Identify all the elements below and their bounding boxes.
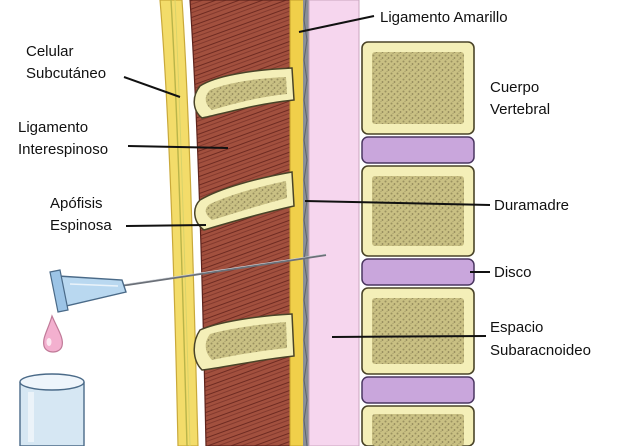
ligamentum-flavum xyxy=(290,0,304,446)
needle-hub xyxy=(50,270,126,312)
label-celular-line1: Celular xyxy=(26,43,74,60)
vertebral-body-3 xyxy=(362,288,474,374)
label-espacio-line2: Subaracnoideo xyxy=(490,342,591,359)
label-apofisis-line1: Apófisis xyxy=(50,195,103,212)
dura-mater xyxy=(303,0,309,446)
label-espacio-line1: Espacio xyxy=(490,319,543,336)
disc-3 xyxy=(362,377,474,403)
leader-espacio xyxy=(332,336,486,337)
disc-2 xyxy=(362,259,474,285)
label-apofisis-line2: Espinosa xyxy=(50,217,112,234)
vertebral-body-2 xyxy=(362,166,474,256)
label-ligamento-inter-line2: Interespinoso xyxy=(18,141,108,158)
label-disco: Disco xyxy=(494,264,532,281)
vertebral-column xyxy=(362,42,474,446)
csf-drop xyxy=(44,316,63,352)
label-celular-line2: Subcutáneo xyxy=(26,65,106,82)
vertebral-body-1 xyxy=(362,42,474,134)
subarachnoid-space xyxy=(309,0,359,446)
disc-1 xyxy=(362,137,474,163)
leader-apofisis xyxy=(126,225,206,226)
collection-tube xyxy=(20,374,84,446)
vertebral-body-4 xyxy=(362,406,474,446)
label-duramadre: Duramadre xyxy=(494,197,569,214)
label-cuerpo-line1: Cuerpo xyxy=(490,79,539,96)
label-cuerpo-line2: Vertebral xyxy=(490,101,550,118)
label-ligamento-inter-line1: Ligamento xyxy=(18,119,88,136)
label-ligamento-amarillo: Ligamento Amarillo xyxy=(380,9,508,26)
subcutaneous-layer xyxy=(160,0,198,446)
